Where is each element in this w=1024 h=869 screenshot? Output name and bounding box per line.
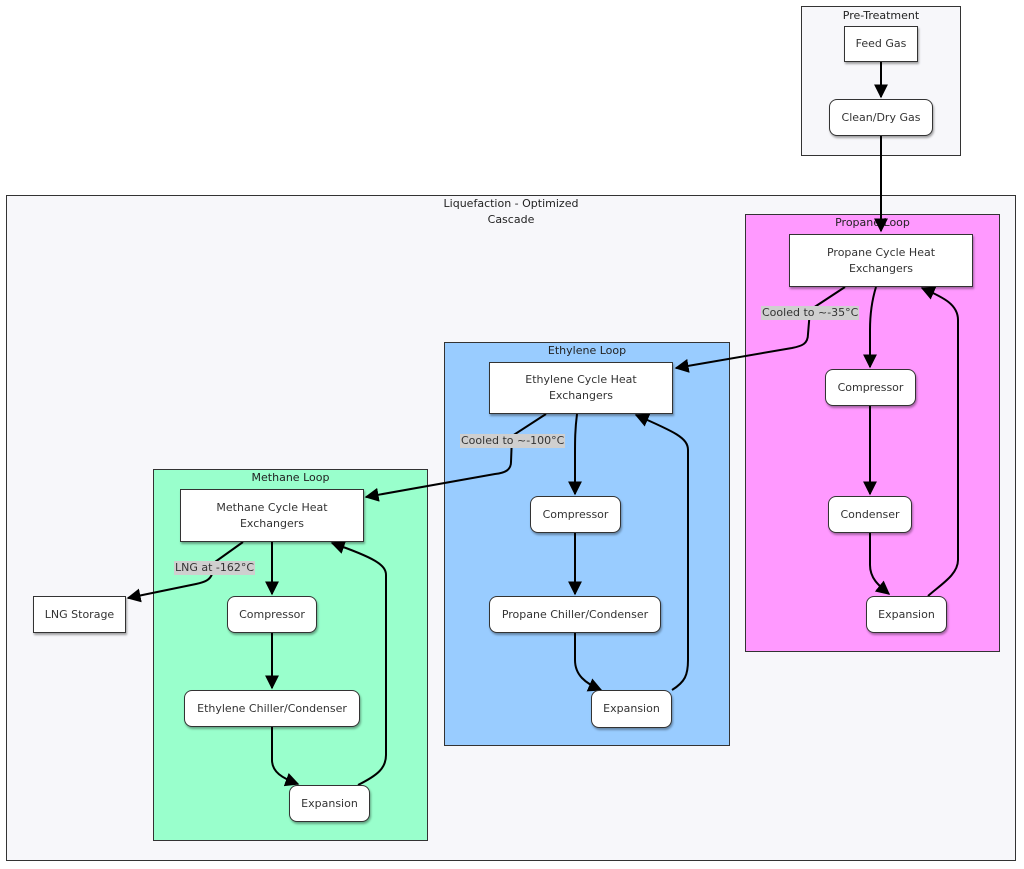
edge-methane-expansion-to-hx [330,540,387,786]
propane-compressor-node[interactable]: Compressor [825,369,916,406]
lng-storage-node[interactable]: LNG Storage [33,596,126,633]
feed-gas-label: Feed Gas [855,37,907,50]
ethylene-expansion-label: Expansion [603,702,660,715]
propane-condenser-node[interactable]: Condenser [828,496,912,533]
liquefaction-title: Liquefaction - Optimized Cascade [443,197,579,226]
propane-expansion-label: Expansion [878,607,935,621]
propane-loop-title: Propane Loop [835,216,910,229]
propane-hx-label: Propane Cycle Heat Exchangers [826,245,936,275]
propane-hx-node[interactable]: Propane Cycle Heat Exchangers [789,234,973,287]
propane-condenser-label: Condenser [840,507,900,521]
edge-propane-hx-to-compressor [863,286,877,369]
methane-hx-label: Methane Cycle Heat Exchangers [216,500,328,530]
edge-propane-expansion-to-hx [920,286,959,597]
edge-ethylene-condenser-to-expansion [574,633,603,692]
edge-label-lng-162: LNG at -162°C [174,561,256,575]
ethylene-hx-node[interactable]: Ethylene Cycle Heat Exchangers [489,362,673,414]
methane-condenser-label: Ethylene Chiller/Condenser [197,701,347,715]
lng-storage-label: LNG Storage [44,607,115,621]
feed-gas-node[interactable]: Feed Gas [844,26,918,62]
methane-compressor-node[interactable]: Compressor [227,596,317,633]
clean-dry-gas-label: Clean/Dry Gas [841,110,921,124]
ethylene-expansion-node[interactable]: Expansion [591,690,672,728]
methane-compressor-label: Compressor [239,607,305,621]
edge-ethylene-expansion-to-hx [634,413,689,691]
propane-compressor-label: Compressor [837,380,904,394]
methane-loop-title: Methane Loop [251,471,330,484]
ethylene-hx-label: Ethylene Cycle Heat Exchangers [525,373,637,402]
ethylene-condenser-node[interactable]: Propane Chiller/Condenser [489,596,661,633]
methane-expansion-node[interactable]: Expansion [289,785,370,822]
clean-dry-gas-node[interactable]: Clean/Dry Gas [829,99,933,136]
ethylene-compressor-label: Compressor [542,507,609,521]
edge-methane-condenser-to-expansion [271,727,300,787]
pretreatment-title: Pre-Treatment [842,9,920,22]
edge-propane-condenser-to-expansion [869,533,891,595]
ethylene-condenser-label: Propane Chiller/Condenser [501,607,649,621]
propane-expansion-node[interactable]: Expansion [866,596,947,633]
ethylene-compressor-node[interactable]: Compressor [530,496,621,533]
ethylene-loop-title: Ethylene Loop [547,344,627,357]
edge-propane-hx-to-ethylene-hx [674,286,846,373]
edge-ethylene-hx-to-methane-hx [364,413,547,502]
methane-hx-node[interactable]: Methane Cycle Heat Exchangers [180,489,364,542]
edge-ethylene-hx-to-compressor [568,413,582,496]
methane-condenser-node[interactable]: Ethylene Chiller/Condenser [184,690,360,727]
methane-expansion-label: Expansion [301,796,358,810]
edge-label-cooled-100: Cooled to ~-100°C [460,434,566,448]
edge-label-cooled-35: Cooled to ~-35°C [761,306,860,320]
